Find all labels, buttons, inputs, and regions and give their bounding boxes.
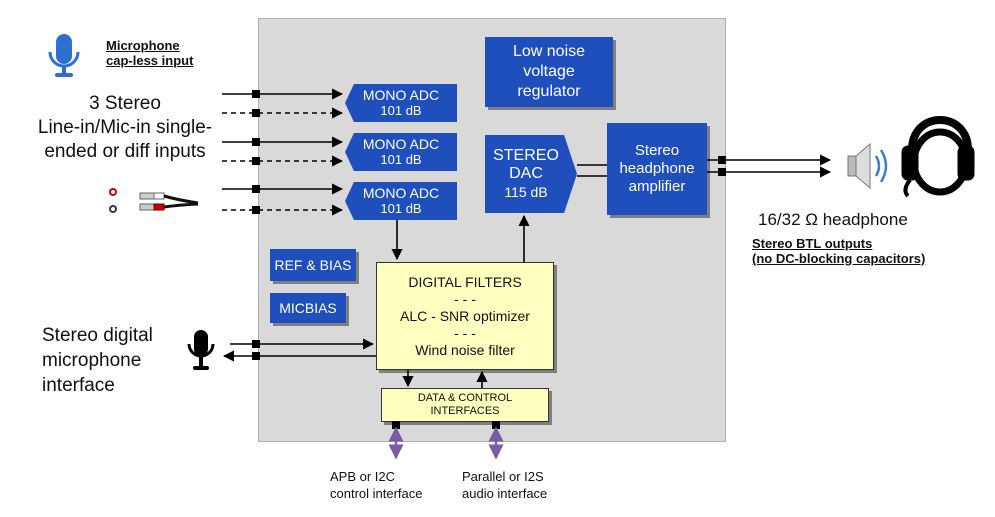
microphone-icon <box>48 34 80 77</box>
speaker-icon <box>847 142 888 190</box>
btl-line-2: (no DC-blocking capacitors) <box>752 251 926 266</box>
apb-line-2: control interface <box>330 486 423 501</box>
filters-wind: Wind noise filter <box>415 341 515 358</box>
voltage-regulator-block: Low noise voltage regulator <box>485 37 613 107</box>
parallel-line-1: Parallel or I2S <box>462 469 544 484</box>
line-in-label: 3 Stereo Line-in/Mic-in single- ended or… <box>20 92 230 164</box>
rca-cable-icon <box>139 192 199 211</box>
dac-name-1: STEREO <box>493 147 559 164</box>
headphone-amplifier-block: Stereo headphone amplifier <box>607 123 707 215</box>
parallel-label: Parallel or I2S audio interface <box>462 468 547 502</box>
dac-name-2: DAC <box>509 165 543 182</box>
btl-outputs-label: Stereo BTL outputs (no DC-blocking capac… <box>752 236 925 266</box>
filters-separator-2: - - - <box>454 324 476 341</box>
adc-3-name: MONO ADC <box>362 185 440 201</box>
adc-2-snr: 101 dB <box>380 152 422 167</box>
line-in-line-1: 3 Stereo <box>89 93 161 114</box>
adc-1-name: MONO ADC <box>362 87 440 103</box>
headphone-label: 16/32 Ω headphone <box>758 210 908 229</box>
filters-alc: ALC - SNR optimizer <box>400 307 530 324</box>
digital-mic-line-2: microphone <box>42 350 142 371</box>
line-in-line-3: ended or diff inputs <box>44 141 206 162</box>
digital-mic-icon <box>187 330 215 370</box>
dac-snr: 115 dB <box>504 184 548 200</box>
mic-note-line-1: Microphone <box>106 38 180 53</box>
adc-block-1: MONO ADC 101 dB <box>345 84 457 122</box>
filters-title: DIGITAL FILTERS <box>408 273 522 290</box>
apb-line-1: APB or I2C <box>330 469 396 484</box>
digital-mic-line-3: interface <box>42 375 115 396</box>
digital-mic-line-1: Stereo digital <box>42 325 153 346</box>
filters-separator-1: - - - <box>454 290 476 307</box>
digital-filters-block: DIGITAL FILTERS - - - ALC - SNR optimize… <box>376 262 554 370</box>
adc-2-name: MONO ADC <box>362 136 440 152</box>
mic-note: Microphone cap-less input <box>106 38 193 68</box>
adc-input-lines <box>222 88 344 216</box>
micbias-block: MICBIAS <box>270 293 346 323</box>
interfaces-line-1: DATA & CONTROL <box>417 392 513 404</box>
headphone-icon <box>901 116 975 198</box>
apb-label: APB or I2C control interface <box>330 468 423 502</box>
line-in-line-2: Line-in/Mic-in single- <box>37 117 213 138</box>
mic-note-line-2: cap-less input <box>106 53 194 68</box>
digital-mic-label: Stereo digital microphone interface <box>42 323 153 398</box>
pin-squares <box>252 90 726 429</box>
adc-1-snr: 101 dB <box>380 103 422 118</box>
ref-bias-label: REF & BIAS <box>274 257 352 273</box>
adc-3-snr: 101 dB <box>380 201 422 216</box>
voltage-regulator-label: Low noise voltage regulator <box>512 43 586 100</box>
data-control-interfaces-block: DATA & CONTROL INTERFACES <box>381 388 549 422</box>
amplifier-label: Stereo headphone amplifier <box>619 142 695 195</box>
ref-bias-block: REF & BIAS <box>270 249 356 281</box>
interfaces-line-2: INTERFACES <box>430 405 500 417</box>
stereo-dac-block: STEREO DAC 115 dB <box>485 135 577 213</box>
adc-block-3: MONO ADC 101 dB <box>345 182 457 220</box>
btl-line-1: Stereo BTL outputs <box>752 236 873 251</box>
adc-block-2: MONO ADC 101 dB <box>345 133 457 171</box>
micbias-label: MICBIAS <box>279 300 337 316</box>
rca-jack-icon <box>109 188 117 213</box>
parallel-line-2: audio interface <box>462 486 548 501</box>
